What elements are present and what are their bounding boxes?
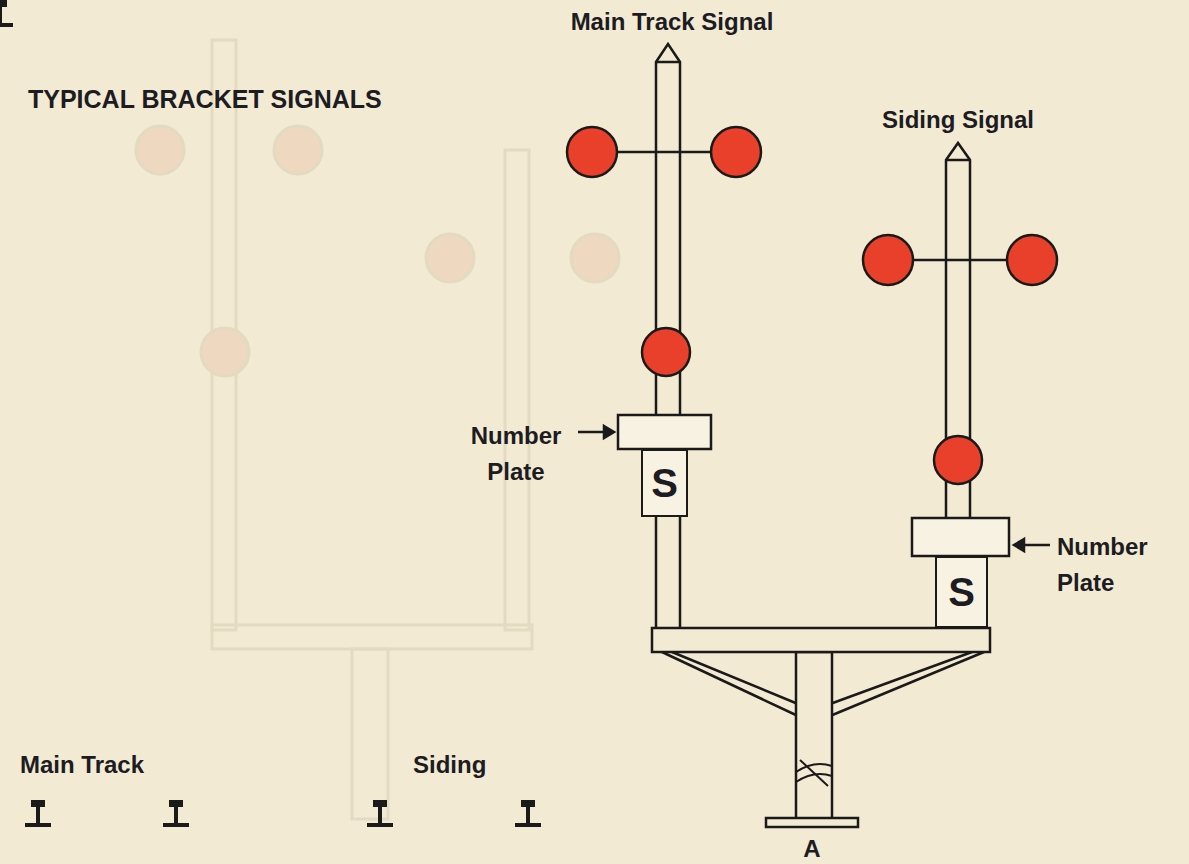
signal-bracket — [578, 44, 1050, 827]
part-name: Number Plate — [1057, 529, 1177, 601]
plate-box: S — [641, 449, 688, 517]
part-name: Number Plate — [461, 418, 571, 490]
signal-name: Main Track Signal — [571, 8, 774, 37]
bleed-through — [136, 40, 619, 819]
track-name: Main Track — [20, 751, 144, 780]
rail-symbols — [0, 0, 541, 827]
signal-name: Siding Signal — [882, 106, 1034, 135]
plate-letter: S — [651, 461, 678, 506]
plate-box: S — [935, 556, 988, 628]
diagram-title: TYPICAL BRACKET SIGNALS — [28, 84, 382, 114]
track-name: Siding — [413, 751, 486, 780]
figure-letter: A — [803, 835, 820, 864]
plate-letter: S — [948, 570, 975, 615]
signal-lamps — [567, 127, 1057, 484]
